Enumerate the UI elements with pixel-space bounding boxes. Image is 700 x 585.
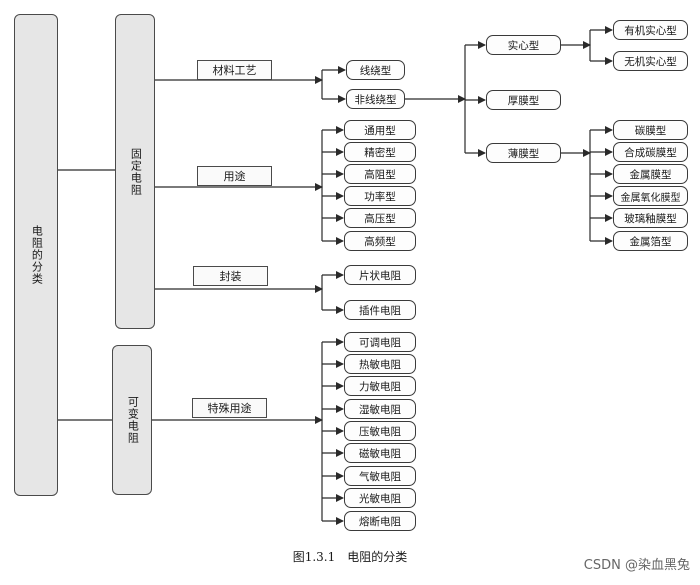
node-high-frequency: 高频型 [344,231,416,251]
node-general: 通用型 [344,120,416,140]
figure-caption: 图1.3.1 电阻的分类 [292,550,408,564]
node-metal-oxide-film: 金属氧化膜型 [613,186,688,206]
node-high-voltage: 高压型 [344,208,416,228]
node-fusible: 熔断电阻 [344,511,416,531]
node-inorganic-solid: 无机实心型 [613,51,688,71]
node-through-hole-resistor: 插件电阻 [344,300,416,320]
criterion-package: 封装 [193,266,268,286]
node-humidity-sensitive: 湿敏电阻 [344,399,416,419]
node-gas-sensitive: 气敏电阻 [344,466,416,486]
fixed-resistor-column: 固定电阻 [115,14,155,329]
node-organic-solid: 有机实心型 [613,20,688,40]
variable-resistor-column: 可变电阻 [112,345,152,495]
watermark: CSDN @染血黑兔 [583,558,690,573]
node-precision: 精密型 [344,142,416,162]
node-thick-film: 厚膜型 [486,90,561,110]
node-high-resistance: 高阻型 [344,164,416,184]
node-chip-resistor: 片状电阻 [344,265,416,285]
node-solid: 实心型 [486,35,561,55]
node-force-sensitive: 力敏电阻 [344,376,416,396]
node-power: 功率型 [344,186,416,206]
root-column: 电阻的分类 [14,14,58,496]
node-glass-glaze-film: 玻璃釉膜型 [613,208,688,228]
node-magnetoresistor: 磁敏电阻 [344,443,416,463]
criterion-use: 用途 [197,166,272,186]
node-varistor: 压敏电阻 [344,421,416,441]
node-adjustable: 可调电阻 [344,332,416,352]
criterion-material: 材料工艺 [197,60,272,80]
node-synthetic-carbon-film: 合成碳膜型 [613,142,688,162]
node-wirewound: 线绕型 [346,60,405,80]
node-photoresistor: 光敏电阻 [344,488,416,508]
node-metal-foil: 金属箔型 [613,231,688,251]
variable-resistor-label: 可变电阻 [126,396,140,444]
node-non-wirewound: 非线绕型 [346,89,405,109]
node-thin-film: 薄膜型 [486,143,561,163]
node-carbon-film: 碳膜型 [613,120,688,140]
fixed-resistor-label: 固定电阻 [129,147,143,196]
node-thermistor: 热敏电阻 [344,354,416,374]
node-metal-film: 金属膜型 [613,164,688,184]
root-label: 电阻的分类 [30,225,44,285]
criterion-special: 特殊用途 [192,398,267,418]
